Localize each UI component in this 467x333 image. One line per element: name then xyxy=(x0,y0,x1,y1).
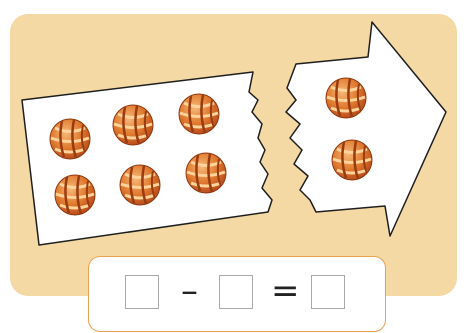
subtrahend-answer-box[interactable] xyxy=(219,275,253,309)
minus-sign: – xyxy=(181,271,198,311)
equals-sign: = xyxy=(271,271,300,311)
ball xyxy=(55,175,95,215)
ball xyxy=(332,140,372,180)
ball xyxy=(120,165,160,205)
ball xyxy=(113,105,153,145)
equation-box: – = xyxy=(88,256,386,332)
ball xyxy=(326,78,366,118)
minuend-answer-box[interactable] xyxy=(125,275,159,309)
difference-answer-box[interactable] xyxy=(311,275,345,309)
ball xyxy=(179,94,219,134)
ball xyxy=(50,119,90,159)
ball xyxy=(186,153,226,193)
